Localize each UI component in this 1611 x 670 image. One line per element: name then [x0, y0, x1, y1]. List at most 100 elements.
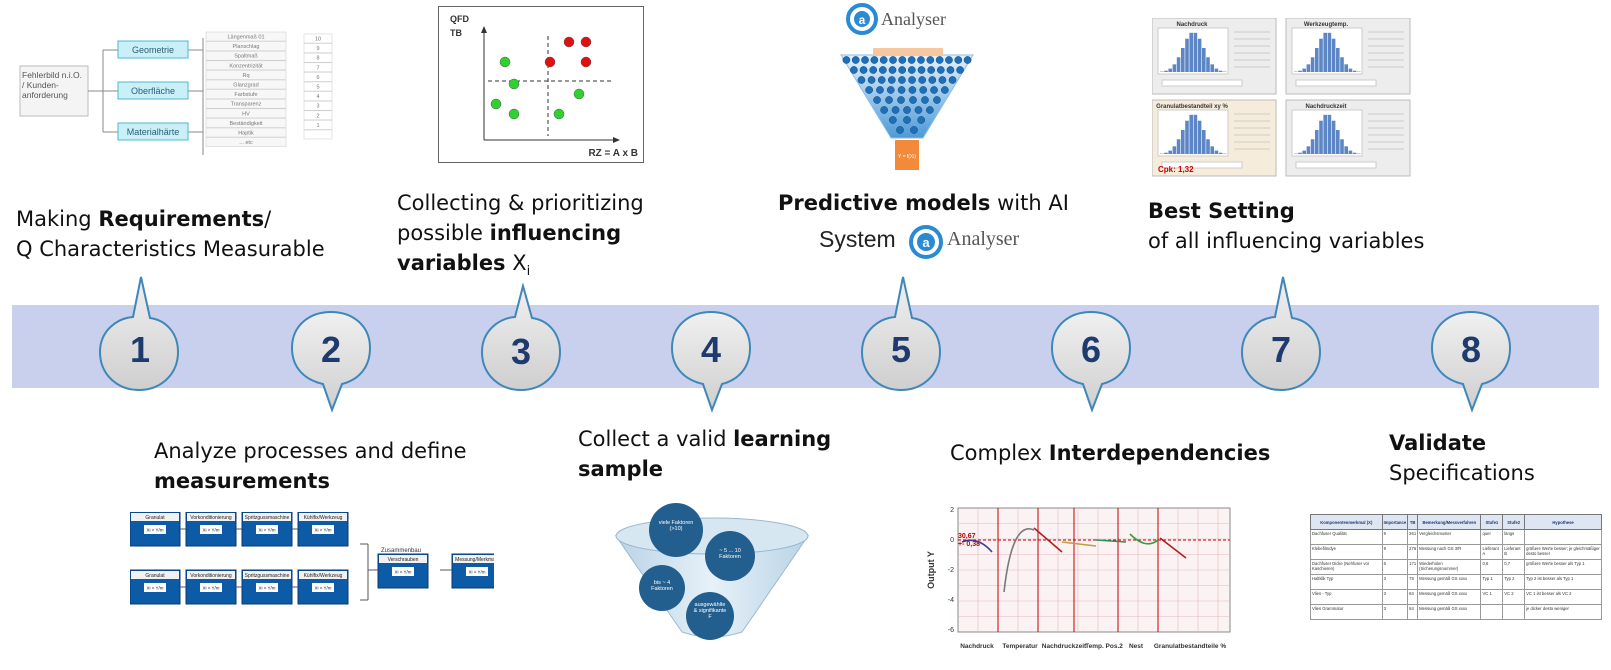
value-label: 10	[315, 37, 321, 43]
category-oberflaeche: Oberfläche	[131, 86, 175, 96]
funnel-dot	[921, 96, 929, 104]
funnel-dot	[938, 76, 947, 84]
step-number-6: 6	[1081, 329, 1101, 370]
funnel-dot	[933, 96, 941, 104]
scatter-point	[490, 98, 502, 110]
table-cell: längs	[1502, 529, 1526, 545]
funnel-dot	[889, 56, 897, 64]
funnel-dot	[907, 56, 916, 64]
histogram-bar	[1302, 150, 1306, 154]
histogram-bar	[1327, 32, 1332, 72]
analyser-funnel-image: a Analyser Y = f(Xi)	[840, 3, 974, 170]
histogram-bar	[1319, 120, 1323, 154]
flow-box-inner	[312, 525, 334, 534]
item-label: HV	[242, 111, 250, 117]
table-cell	[1502, 604, 1526, 620]
scatter-point	[563, 36, 575, 48]
item-cell	[205, 50, 287, 61]
table-cell: größere Werte besser; je gleichmäßiger d…	[1524, 544, 1602, 560]
value-label: 7	[316, 65, 319, 71]
funnel-dot	[888, 66, 897, 74]
funnel-dot	[919, 86, 928, 94]
histogram-bar	[1185, 38, 1189, 72]
histogram-bar	[1336, 47, 1340, 72]
histogram-bar	[1319, 38, 1323, 72]
funnel-dot	[879, 56, 888, 64]
svg-text:a: a	[859, 13, 866, 27]
flow-box-inner	[256, 525, 278, 534]
flow-box-inner	[200, 583, 222, 592]
item-cell	[205, 60, 287, 71]
rz-label: RZ = A x B	[588, 148, 638, 159]
xtick-temperatur: Temperatur	[1002, 643, 1038, 650]
funnel-dot	[865, 86, 873, 94]
assembly-box-label: Verschrauben	[388, 557, 419, 563]
funnel-dot	[945, 56, 953, 64]
analyser-logo: a Analyser	[909, 224, 1039, 260]
funnel-dot	[926, 56, 935, 64]
category-materialhaerte: Materialhärte	[127, 127, 180, 137]
funnel-dot	[909, 96, 917, 104]
scatter-point	[544, 56, 556, 68]
table-cell	[1480, 604, 1504, 620]
assembly-box-header	[379, 555, 427, 563]
histogram-title: Nachdruck	[1176, 22, 1208, 28]
scatter-point	[580, 56, 592, 68]
histogram-title: Nachdruckzeit	[1305, 104, 1346, 110]
item-label: Planschlag	[233, 44, 260, 50]
table-cell: Messung nach GS 3/R	[1417, 544, 1482, 560]
item-label: Farbstufe	[234, 92, 257, 98]
table-header-cell: Komponentenmerkmal (X)	[1310, 514, 1383, 530]
table-cell: Typ 2	[1502, 574, 1526, 590]
ytick-0: 0	[950, 537, 954, 544]
histogram-title: Werkzeugtemp.	[1304, 22, 1349, 28]
funnel-dot	[914, 106, 923, 114]
funnel-dot	[908, 86, 917, 94]
flow-box-header	[299, 571, 347, 579]
histogram-bar	[1181, 129, 1185, 154]
ytick-neg6: -6	[948, 627, 954, 634]
flow-box-label: Vorkonditionierung	[190, 573, 232, 579]
funnel-dot	[926, 106, 934, 114]
flow-box-inner	[144, 525, 166, 534]
histogram-bar	[1214, 68, 1219, 72]
table-row: Dachfuser Dicke (Nehfuser vor Kaschieren…	[1310, 559, 1602, 575]
flow-box-inner	[200, 525, 222, 534]
table-cell: 9	[1381, 544, 1409, 560]
analyser-brand-top: Analyser	[881, 9, 946, 29]
histogram-bar	[1340, 57, 1344, 72]
histogram-bar	[1218, 70, 1223, 72]
funnel-dot	[936, 66, 945, 74]
table-cell: 6	[1381, 559, 1409, 575]
funnel-dot	[870, 56, 879, 64]
histogram-bar	[1206, 139, 1210, 154]
funnel-dot	[898, 66, 907, 74]
flow-box-inner-text: Xi > Y/m	[314, 586, 331, 591]
table-header-cell: Bemerkung/Messverfahren	[1417, 514, 1482, 530]
flow-box-header	[299, 513, 347, 521]
value-label: 5	[316, 85, 319, 91]
item-cell	[205, 79, 287, 90]
histogram-bar	[1164, 70, 1168, 72]
histogram-title: Granulatbestandteil xy %	[1156, 104, 1228, 110]
histogram-bar	[1193, 114, 1198, 154]
value-cell	[303, 129, 333, 140]
value-cell	[303, 43, 333, 53]
histogram-bar	[1315, 129, 1319, 154]
flow-box-header	[243, 571, 291, 579]
table-header-cell: Stufe1	[1480, 514, 1504, 530]
scatter-point	[508, 78, 520, 90]
table-cell: Messung gemäß GS xxxx	[1417, 589, 1482, 605]
step-number-7: 7	[1271, 329, 1291, 370]
table-cell: Vlies Grammatur	[1310, 604, 1383, 620]
flow-box-inner-text: Xi > Y/m	[146, 528, 163, 533]
measure-box-inner-text: Xi > Y/m	[468, 570, 485, 575]
ytick-2: 2	[950, 507, 954, 514]
scrollbar	[1161, 161, 1243, 169]
funnel-dot	[896, 126, 904, 134]
histogram-bar	[1181, 47, 1185, 72]
table-cell: Typ 1	[1480, 574, 1504, 590]
